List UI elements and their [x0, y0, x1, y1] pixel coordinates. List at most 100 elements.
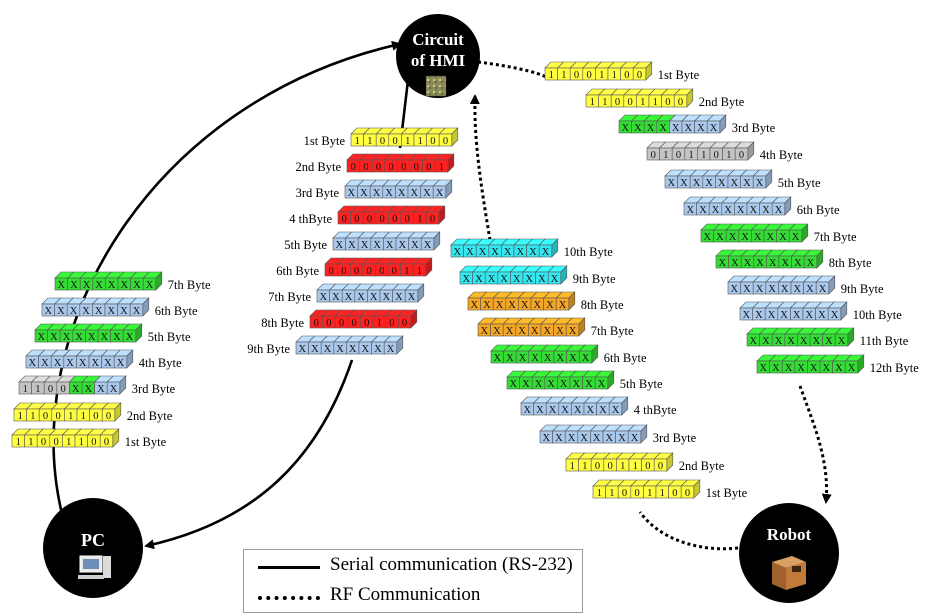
robot_to_hmi-packet: XXXXXXXX8th Byte — [468, 292, 624, 312]
byte-label: 12th Byte — [870, 361, 919, 375]
bit-value: 0 — [402, 318, 407, 329]
bit-value: 0 — [342, 214, 347, 225]
pc_to_hmi-packet: XXXXXXXX3rd Byte — [296, 180, 452, 200]
bit-value: 1 — [599, 70, 604, 81]
bit-value: 0 — [622, 488, 627, 499]
bit-value: X — [810, 363, 818, 374]
bit-value: X — [800, 336, 808, 347]
bit-value: X — [357, 292, 365, 303]
bit-value: X — [362, 344, 370, 355]
bit-value: X — [760, 363, 768, 374]
bit-value: X — [557, 353, 565, 364]
bit-value: X — [534, 300, 542, 311]
bit-value: X — [104, 358, 112, 369]
bit-value: X — [762, 205, 770, 216]
pc_to_hmi-packet: XXXXXXXX7th Byte — [268, 284, 424, 304]
hmi_to_robot-packet: XXXXXXXX3rd Byte — [619, 115, 776, 135]
bit-value: X — [113, 332, 121, 343]
bit-value: X — [556, 326, 564, 337]
bit-value: X — [54, 358, 62, 369]
bit-value: 1 — [647, 488, 652, 499]
robot-label: Robot — [767, 525, 812, 544]
computer-icon — [78, 556, 111, 579]
bit-value: 0 — [380, 136, 385, 147]
bit-value: X — [70, 306, 78, 317]
bit-value: 0 — [354, 214, 359, 225]
bit-value: X — [546, 300, 554, 311]
bit-value: 0 — [672, 488, 677, 499]
pc_to_hmi-packet: XXXXXXXX5th Byte — [284, 232, 440, 252]
bit-value: X — [835, 363, 843, 374]
bit-value: X — [731, 178, 739, 189]
bit-value: 0 — [685, 488, 690, 499]
bit-value: 0 — [665, 97, 670, 108]
bit-value: X — [488, 274, 496, 285]
bit-value: X — [483, 300, 491, 311]
bit-value: X — [561, 405, 569, 416]
bit-value: X — [731, 284, 739, 295]
bit-value: 0 — [314, 318, 319, 329]
bit-value: 1 — [570, 461, 575, 472]
bit-value: 0 — [60, 384, 65, 395]
hmi_to_robot-packet: 110011002nd Byte — [586, 89, 745, 109]
bit-value: X — [622, 123, 630, 134]
bit-value: X — [299, 344, 307, 355]
byte-label: 11th Byte — [860, 334, 909, 348]
bit-value: X — [569, 353, 577, 364]
bit-value: X — [547, 379, 555, 390]
bit-value: 1 — [35, 384, 40, 395]
legend-solid-line-swatch — [258, 566, 320, 569]
bit-value: 0 — [574, 70, 579, 81]
bit-value: X — [779, 232, 787, 243]
byte-label: 9th Byte — [247, 342, 290, 356]
byte-label: 8th Byte — [261, 316, 304, 330]
bit-value: 0 — [93, 411, 98, 422]
bit-value: X — [831, 310, 839, 321]
bit-value: 0 — [388, 162, 393, 173]
bit-value: X — [719, 258, 727, 269]
bit-value: X — [58, 280, 66, 291]
bit-value: X — [544, 353, 552, 364]
bit-value: X — [126, 332, 134, 343]
bit-value: 1 — [620, 461, 625, 472]
bit-value: 0 — [634, 488, 639, 499]
bit-value: X — [66, 358, 74, 369]
bit-value: 0 — [376, 162, 381, 173]
rf-line-hmi-to-robot — [478, 62, 548, 78]
bit-value: 1 — [633, 461, 638, 472]
bit-value: 1 — [404, 266, 409, 277]
bit-value: X — [544, 326, 552, 337]
bit-value: 0 — [366, 266, 371, 277]
bit-value: 0 — [401, 162, 406, 173]
bit-value: 0 — [43, 411, 48, 422]
bit-value: 1 — [68, 411, 73, 422]
bit-value: 1 — [81, 411, 86, 422]
bit-value: X — [555, 433, 563, 444]
bit-value: X — [729, 232, 737, 243]
bit-value: 0 — [430, 214, 435, 225]
byte-label: 8th Byte — [581, 298, 624, 312]
bit-value: X — [108, 280, 116, 291]
bit-value: X — [72, 384, 80, 395]
bit-value: X — [471, 300, 479, 311]
pc-node: PC — [43, 498, 143, 598]
bit-value: X — [818, 310, 826, 321]
bit-value: X — [146, 280, 154, 291]
bit-value: X — [762, 336, 770, 347]
pc_to_hmi-packet: 110011001st Byte — [304, 128, 458, 148]
bit-value: 0 — [678, 97, 683, 108]
bit-value: X — [750, 205, 758, 216]
bit-value: X — [526, 274, 534, 285]
bit-value: X — [580, 433, 588, 444]
bit-value: X — [92, 358, 100, 369]
legend-rf-label: RF Communication — [330, 584, 480, 606]
bit-value: X — [133, 306, 141, 317]
bit-value: 0 — [364, 318, 369, 329]
byte-label: 7th Byte — [591, 324, 634, 338]
bit-value: X — [395, 292, 403, 303]
bit-value: 1 — [30, 411, 35, 422]
bit-value: 0 — [53, 437, 58, 448]
byte-label: 10th Byte — [564, 245, 613, 259]
